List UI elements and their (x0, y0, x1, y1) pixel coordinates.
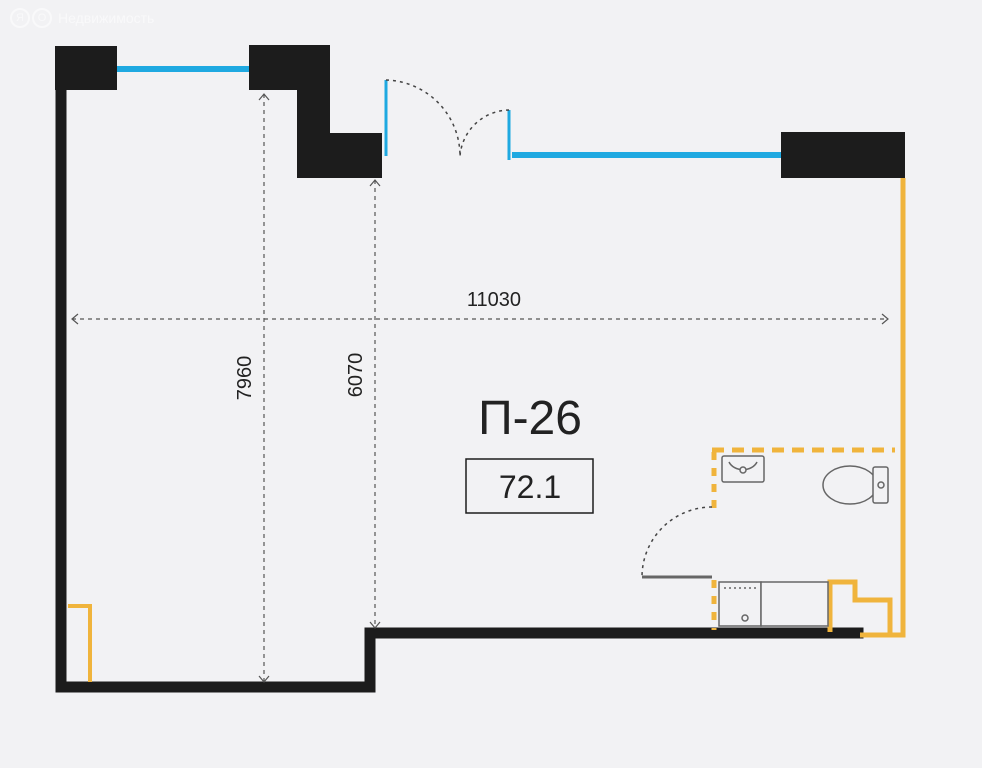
shower-icon (719, 582, 761, 626)
corner-bracket-left (68, 606, 90, 682)
dim-label-height-left: 7960 (234, 356, 256, 401)
unit-area: 72.1 (499, 469, 561, 505)
windows (117, 69, 781, 160)
bathroom-door-swing-icon (642, 507, 712, 577)
bathroom-niche (830, 582, 890, 635)
toilet-icon (823, 466, 888, 504)
door-swing-right (460, 110, 509, 156)
bathroom-door-arc (642, 507, 712, 577)
column-top-left (55, 46, 117, 90)
dim-label-width: 11030 (467, 289, 521, 311)
sink-icon (722, 456, 764, 482)
bathroom-counter (761, 582, 828, 626)
entrance-door-swing-icon (386, 80, 509, 156)
column-top-center (249, 45, 382, 178)
unit-name: П-26 (478, 392, 582, 445)
wall-right (860, 178, 903, 635)
door-swing-left (386, 80, 460, 156)
dim-label-height-right: 6070 (345, 353, 367, 398)
wall-blocks (55, 45, 905, 178)
column-top-right (781, 132, 905, 178)
